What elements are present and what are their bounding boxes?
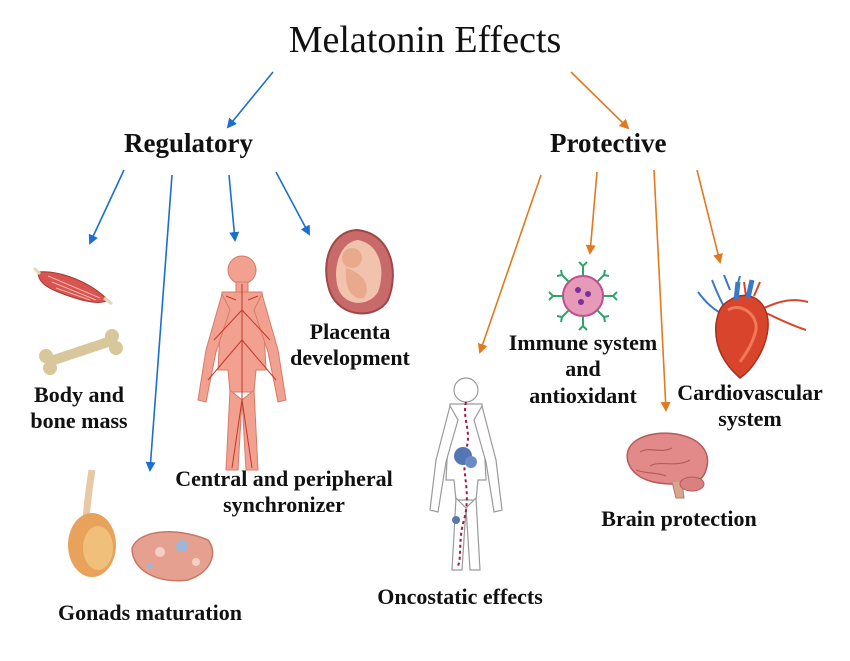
- label-central-peripheral-synchronizer: Central and peripheral synchronizer: [175, 466, 393, 518]
- bone-icon: [39, 329, 123, 375]
- arrow-title-to-regulatory: [226, 71, 274, 129]
- label-cardiovascular-system: Cardiovascular system: [677, 380, 823, 432]
- label-placenta-development: Placenta development: [290, 319, 410, 371]
- arrow-to-brain: [653, 169, 671, 412]
- arrow-to-immune: [585, 171, 598, 255]
- arrow-to-synchronizer: [228, 174, 240, 242]
- arrow-to-cardiovascular: [696, 169, 723, 264]
- arrow-to-placenta: [275, 171, 310, 236]
- branch-protective: Protective: [550, 128, 667, 158]
- immune-cell-icon: [548, 261, 618, 331]
- branch-regulatory: Regulatory: [124, 128, 253, 158]
- arrow-to-oncostatic: [477, 174, 542, 354]
- fetus-in-womb-icon: [325, 228, 394, 315]
- arrow-to-body-bone: [88, 169, 125, 245]
- body-tumor-icon: [429, 377, 503, 571]
- ovary-icon: [131, 531, 214, 582]
- heart-icon: [697, 274, 809, 379]
- diagram-title: Melatonin Effects: [288, 19, 562, 61]
- nerve-lines: [207, 284, 277, 469]
- label-gonads-maturation: Gonads maturation: [58, 600, 242, 625]
- muscle-icon: [32, 266, 113, 306]
- testis-icon: [68, 469, 116, 577]
- label-oncostatic-effects: Oncostatic effects: [377, 584, 543, 609]
- label-brain-protection: Brain protection: [601, 506, 757, 531]
- arrow-title-to-protective: [570, 71, 630, 130]
- label-body-bone-mass: Body and bone mass: [30, 382, 128, 434]
- brain-icon: [626, 432, 709, 499]
- human-nervous-system-icon: [197, 255, 287, 471]
- arrow-to-gonads: [145, 174, 173, 472]
- label-immune-system-antioxidant: Immune system and antioxidant: [508, 330, 658, 408]
